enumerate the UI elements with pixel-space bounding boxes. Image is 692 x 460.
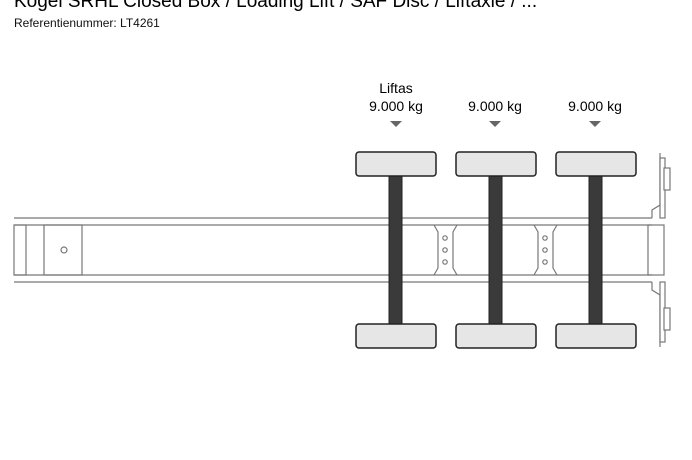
axle-load: 9.000 kg [568, 98, 622, 114]
axle-3: 9.000 kg [555, 98, 637, 349]
axle-beam [588, 175, 603, 325]
rear-light-top [663, 167, 671, 191]
axle-1: Liftas 9.000 kg [355, 80, 437, 349]
load-arrow-icon [589, 121, 601, 127]
rear-bumper [651, 153, 671, 347]
axle-2: 9.000 kg [455, 98, 537, 349]
tire-top [555, 151, 637, 177]
bolt-hole-icon [442, 235, 448, 241]
kingpin-icon [60, 246, 68, 254]
axle-label: Liftas [379, 80, 412, 96]
axle-load: 9.000 kg [369, 98, 423, 114]
reference-number: Referentienummer: LT4261 [14, 16, 160, 30]
cross-members [433, 224, 558, 276]
tire-top [355, 151, 437, 177]
tire-bottom [355, 323, 437, 349]
bolt-hole-icon [442, 247, 448, 253]
axle-beam [488, 175, 503, 325]
chassis-frame [13, 217, 665, 283]
kingpin-plate [43, 224, 83, 276]
cross-member-1 [433, 224, 458, 276]
rear-bracket-top [651, 153, 661, 218]
front-end-beam [13, 224, 27, 276]
tire-bottom [555, 323, 637, 349]
axle-beam [388, 175, 403, 325]
bolt-hole-icon [442, 259, 448, 265]
axle-load: 9.000 kg [468, 98, 522, 114]
rear-end-beam [647, 224, 665, 276]
cross-member-2 [533, 224, 558, 276]
load-arrow-icon [390, 121, 402, 127]
bolt-hole-icon [542, 235, 548, 241]
bolt-hole-icon [542, 259, 548, 265]
rear-light-bottom [663, 307, 671, 331]
load-arrow-icon [489, 121, 501, 127]
rear-bracket-bottom [651, 282, 661, 347]
tire-top [455, 151, 537, 177]
bolt-hole-icon [542, 247, 548, 253]
tire-bottom [455, 323, 537, 349]
